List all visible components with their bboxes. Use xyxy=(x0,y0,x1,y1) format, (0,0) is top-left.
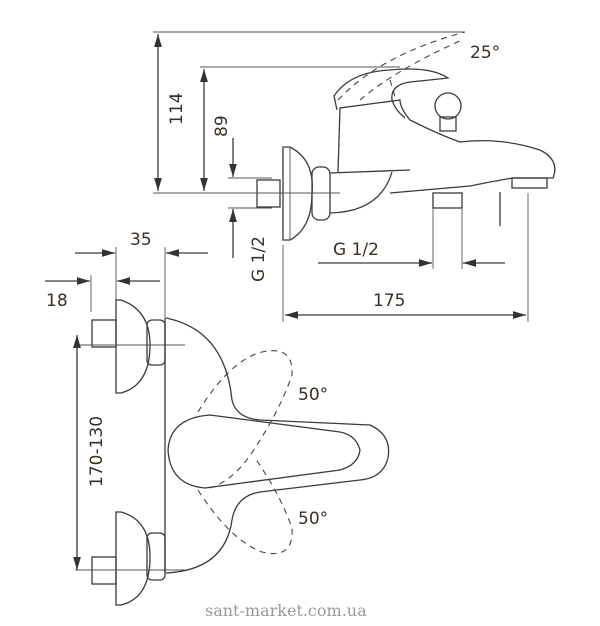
upper-escutcheon xyxy=(115,299,151,394)
lower-escutcheon xyxy=(115,511,151,606)
outlet-connector xyxy=(432,192,463,209)
watermark: sant-market.com.ua xyxy=(205,601,367,620)
angle-label-50-up: 50° xyxy=(298,385,328,405)
dim-label-35: 35 xyxy=(130,230,152,250)
diverter-knob xyxy=(434,92,462,120)
dim-label-170-130: 170-130 xyxy=(87,416,107,487)
side-view: 114 89 G 1/2 25° G 1/2 xyxy=(153,31,556,322)
dim-label-18: 18 xyxy=(46,291,68,311)
aerator xyxy=(511,177,548,189)
spout-body xyxy=(329,99,556,214)
dim-label-89: 89 xyxy=(212,115,232,137)
lever-rotation-down xyxy=(197,457,293,555)
hex-nut xyxy=(311,166,331,221)
escutcheon xyxy=(282,146,313,241)
lever xyxy=(333,68,450,119)
upper-inlet-nut xyxy=(91,319,117,348)
body-outline xyxy=(165,317,390,574)
dim-label-175: 175 xyxy=(373,291,405,311)
dim-label-114: 114 xyxy=(167,93,187,125)
lever-rotation-arc xyxy=(337,31,466,101)
front-view: 35 18 170-130 50° 50° xyxy=(45,230,390,606)
angle-label-25: 25° xyxy=(470,43,500,63)
dim-label-inlet-thread: G 1/2 xyxy=(249,236,269,282)
dim-label-outlet-thread: G 1/2 xyxy=(333,240,379,260)
front-lever xyxy=(167,414,361,489)
angle-label-50-down: 50° xyxy=(298,509,328,529)
inlet-nut xyxy=(256,179,281,208)
lower-inlet-nut xyxy=(91,556,117,585)
lever-rotation-up xyxy=(197,350,293,489)
